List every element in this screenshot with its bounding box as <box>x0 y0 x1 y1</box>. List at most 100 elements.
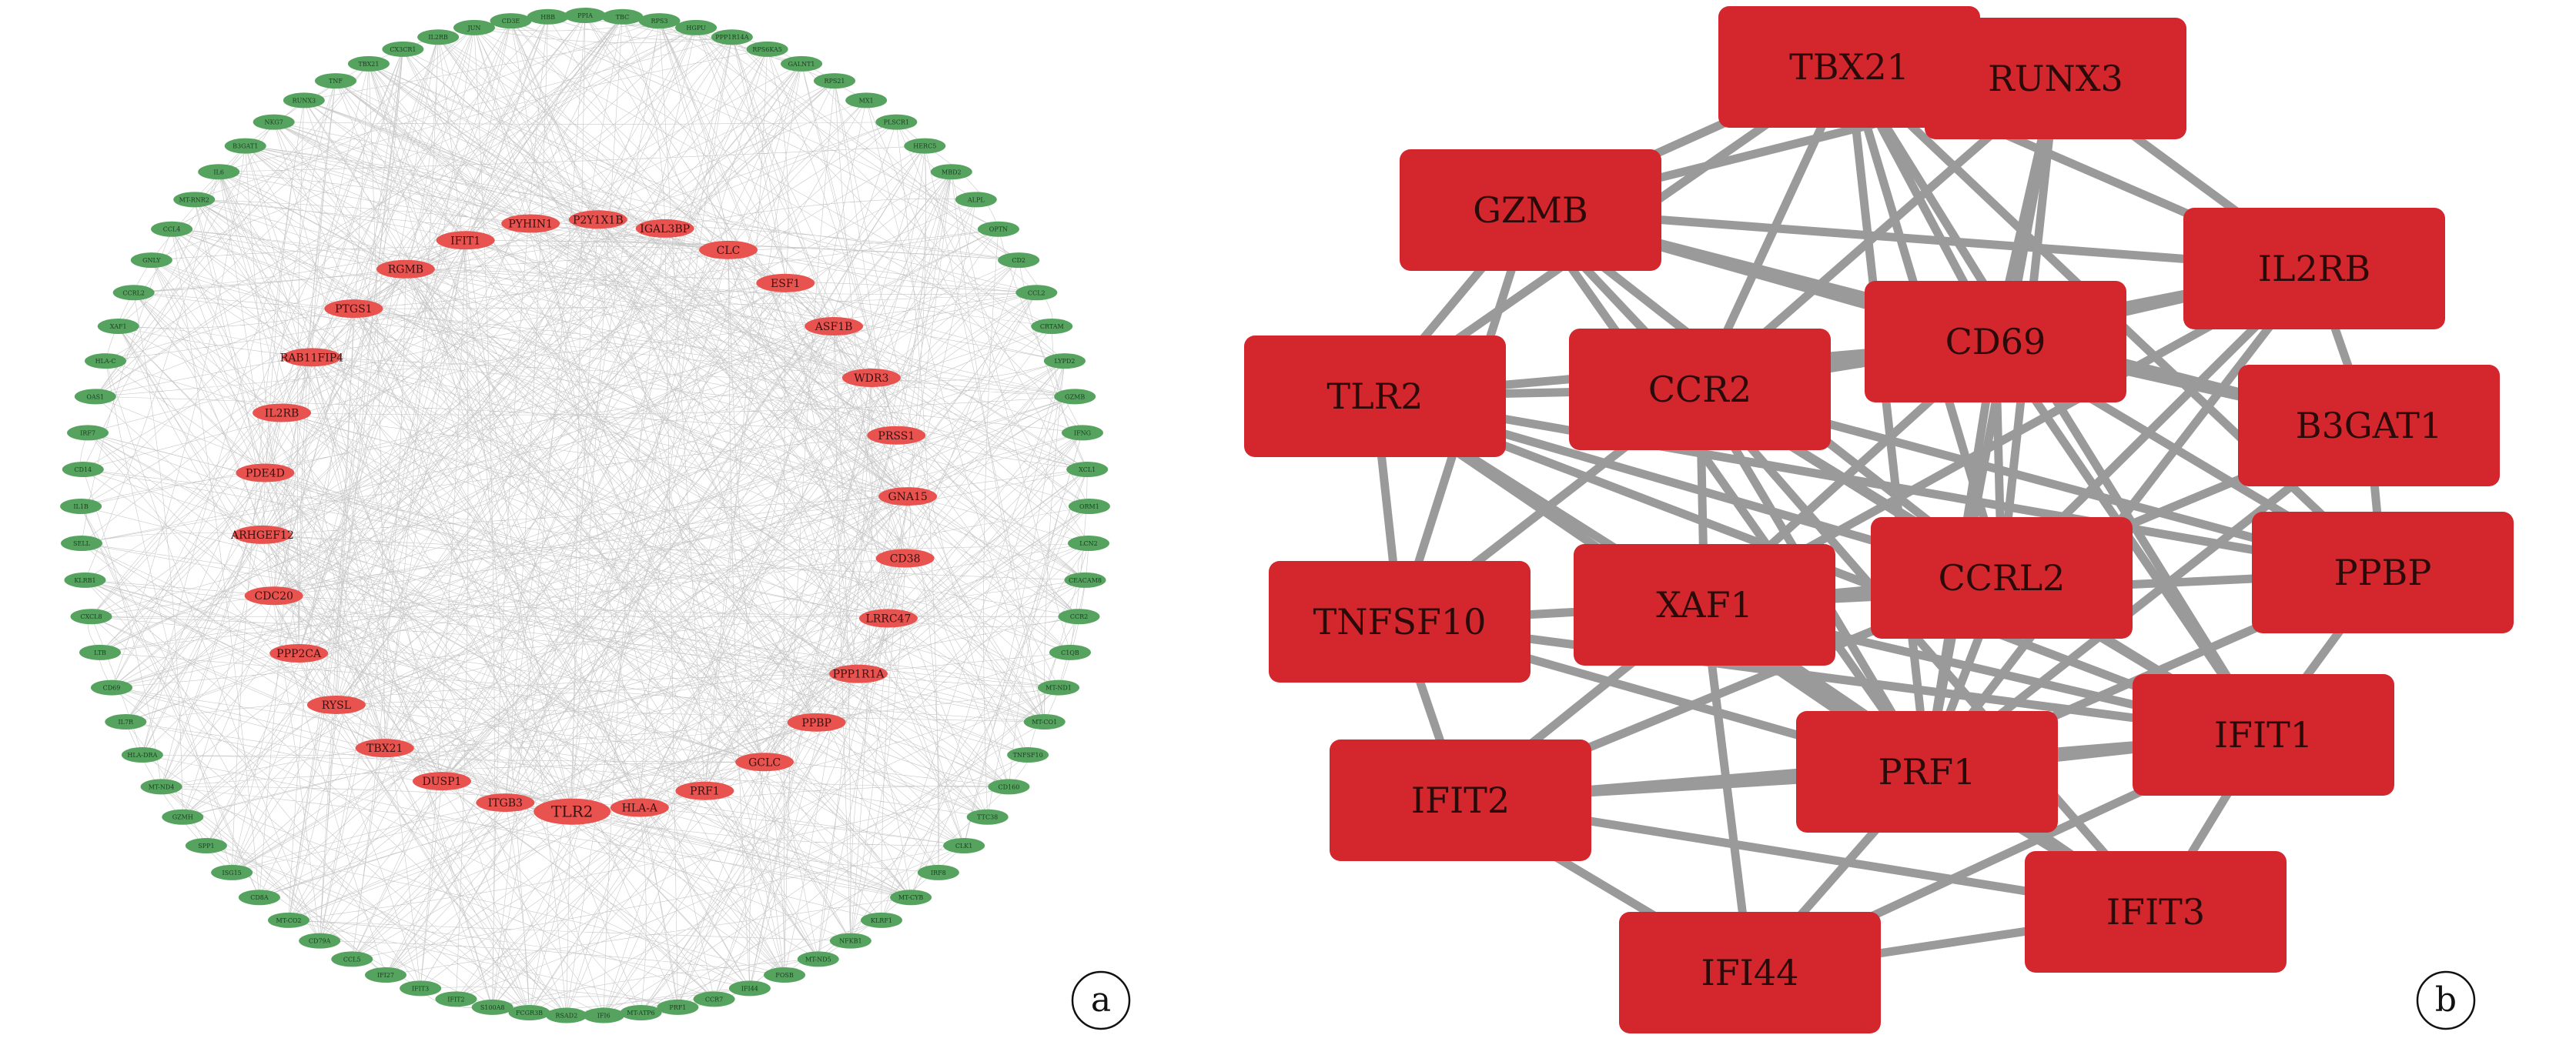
edge-tbx21-il2rb <box>1847 62 2317 273</box>
inner-node-label: RGMB <box>388 264 423 276</box>
outer-node: TBX21 <box>347 55 390 72</box>
outer-node: CRTAM <box>1031 319 1073 335</box>
outer-node-label: TNF <box>329 78 343 85</box>
outer-node-label: IRF8 <box>931 870 946 876</box>
outer-node: CCRL2 <box>112 285 155 301</box>
outer-node: CCL2 <box>1015 285 1058 301</box>
outer-node-label: IFIT3 <box>412 985 429 992</box>
outer-node: CD2 <box>998 252 1040 269</box>
edge-tbx21-runx3 <box>1848 62 2056 83</box>
outer-node: MBD2 <box>930 164 972 180</box>
outer-node: HBB <box>527 8 569 25</box>
hub-node-il2rb: IL2RB <box>2183 208 2445 329</box>
outer-node-label: CCRL2 <box>122 289 145 296</box>
hub-node-label: CD69 <box>1945 321 2046 362</box>
outer-node-label: NKG7 <box>264 119 283 126</box>
outer-node: CD79A <box>299 933 341 949</box>
edge-cd69-prf1 <box>1922 341 2000 773</box>
inner-node-label: PPP1R1A <box>833 669 885 681</box>
inner-node-label: PYHIN1 <box>508 219 553 231</box>
outer-node-label: CD2 <box>1012 257 1025 264</box>
outer-node-label: GZMB <box>1065 393 1085 400</box>
outer-node-label: FOSB <box>775 972 794 979</box>
outer-node-label: S100A8 <box>480 1004 505 1011</box>
outer-node-label: CD8A <box>250 894 269 901</box>
outer-node: TTC38 <box>966 809 1009 825</box>
edge-ifit1-prf1 <box>1926 730 2264 776</box>
hub-node-ccrl2: CCRL2 <box>1871 517 2133 639</box>
inner-node-gclc: GCLC <box>735 753 795 772</box>
hub-node-label: TLR2 <box>1326 376 1423 417</box>
edge-ifit1-ifit3 <box>2152 733 2267 914</box>
panel-a-edge-bundle <box>80 15 1090 1017</box>
outer-node: CLK1 <box>943 837 985 853</box>
outer-node: MT-ND1 <box>1038 679 1080 696</box>
edge-cd69-ppbp <box>1993 338 2385 576</box>
inner-node-rgmb: RGMB <box>376 259 435 279</box>
outer-node-label: MT-CYB <box>898 894 924 901</box>
outer-node-label: SPP1 <box>198 843 214 850</box>
edge-gzmb-tnfsf10 <box>1395 209 1535 623</box>
outer-node-label: MT-ND1 <box>1045 685 1072 692</box>
edge-prf1-ifi44 <box>1746 769 1931 976</box>
hub-node-tbx21: TBX21 <box>1718 6 1980 128</box>
outer-node: IL7R <box>105 714 147 730</box>
outer-node: PLSCR1 <box>875 114 918 130</box>
edge-xaf1-tnfsf10 <box>1399 600 1705 626</box>
inner-node-label: PRSS1 <box>878 430 915 442</box>
inner-node-label: WDR3 <box>854 372 888 385</box>
inner-node-ppp1r1a: PPP1R1A <box>829 664 888 683</box>
outer-node-label: IL2RB <box>428 34 448 41</box>
outer-node: RUNX3 <box>283 92 325 109</box>
outer-node: ORM1 <box>1068 498 1110 514</box>
outer-node: TNF <box>315 73 357 89</box>
hub-node-label: IFIT1 <box>2214 714 2313 756</box>
outer-node-label: NFKB1 <box>839 938 862 945</box>
hub-node-ccr2: CCR2 <box>1569 329 1831 450</box>
outer-node-label: IRF7 <box>80 429 95 436</box>
outer-node: GNLY <box>130 252 172 269</box>
inner-node-ppp2ca: PPP2CA <box>269 644 329 663</box>
outer-node: IFNG <box>1061 425 1103 441</box>
outer-node-label: CD69 <box>103 685 121 692</box>
outer-node: IFI6 <box>583 1007 625 1023</box>
hub-node-b3gat1: B3GAT1 <box>2238 365 2500 486</box>
inner-node-prf1: PRF1 <box>675 781 734 800</box>
inner-node-label: CD38 <box>890 553 921 566</box>
outer-node-label: ISG15 <box>222 870 242 876</box>
outer-node: RPS21 <box>813 73 855 89</box>
edge-tbx21-gzmb <box>1528 62 1852 215</box>
inner-node-label: HLA-A <box>622 802 658 814</box>
hub-node-label: PPBP <box>2334 552 2432 593</box>
inner-node-il2rb: IL2RB <box>253 403 312 422</box>
edge-cd69-ccrl2 <box>1991 341 2006 579</box>
edge-ccr2-ifit3 <box>1696 386 2159 915</box>
inner-node-label: PPP2CA <box>276 648 322 660</box>
edge-tlr2-ccrl2 <box>1373 392 2003 583</box>
hub-node-prf1: PRF1 <box>1796 711 2058 833</box>
outer-node-label: CD3E <box>502 18 520 25</box>
inner-node-label: ITGB3 <box>488 797 523 810</box>
outer-node-label: IFI27 <box>377 972 394 979</box>
edge-b3gat1-ccrl2 <box>1999 421 2371 583</box>
outer-node: GZMB <box>1054 389 1096 405</box>
inner-node-tbx21: TBX21 <box>355 739 414 758</box>
outer-node-label: CRTAM <box>1040 323 1064 330</box>
inner-node-ifit1: IFIT1 <box>436 231 495 250</box>
inner-node-label: RYSL <box>322 699 351 712</box>
hub-node-label: IL2RB <box>2258 248 2370 289</box>
outer-node: LYPD2 <box>1043 353 1086 369</box>
outer-node-label: TTC38 <box>977 814 998 821</box>
edge-tnfsf10-ifit1 <box>1399 617 2264 740</box>
outer-node: IRF8 <box>917 864 959 880</box>
edge-tlr2-tnfsf10 <box>1370 396 1404 623</box>
hub-node-label: TNFSF10 <box>1313 601 1487 643</box>
outer-node: S100A8 <box>471 999 514 1015</box>
edge-il2rb-ccr2 <box>1698 264 2316 394</box>
outer-node-label: RPS6KA5 <box>752 46 782 53</box>
edge-tlr2-ifit1 <box>1373 392 2265 740</box>
outer-node-label: MT-RNR2 <box>179 196 209 203</box>
outer-node-label: PRF1 <box>669 1004 686 1011</box>
edge-tlr2-xaf1 <box>1373 392 1707 609</box>
outer-node-label: CCL2 <box>1028 289 1045 296</box>
